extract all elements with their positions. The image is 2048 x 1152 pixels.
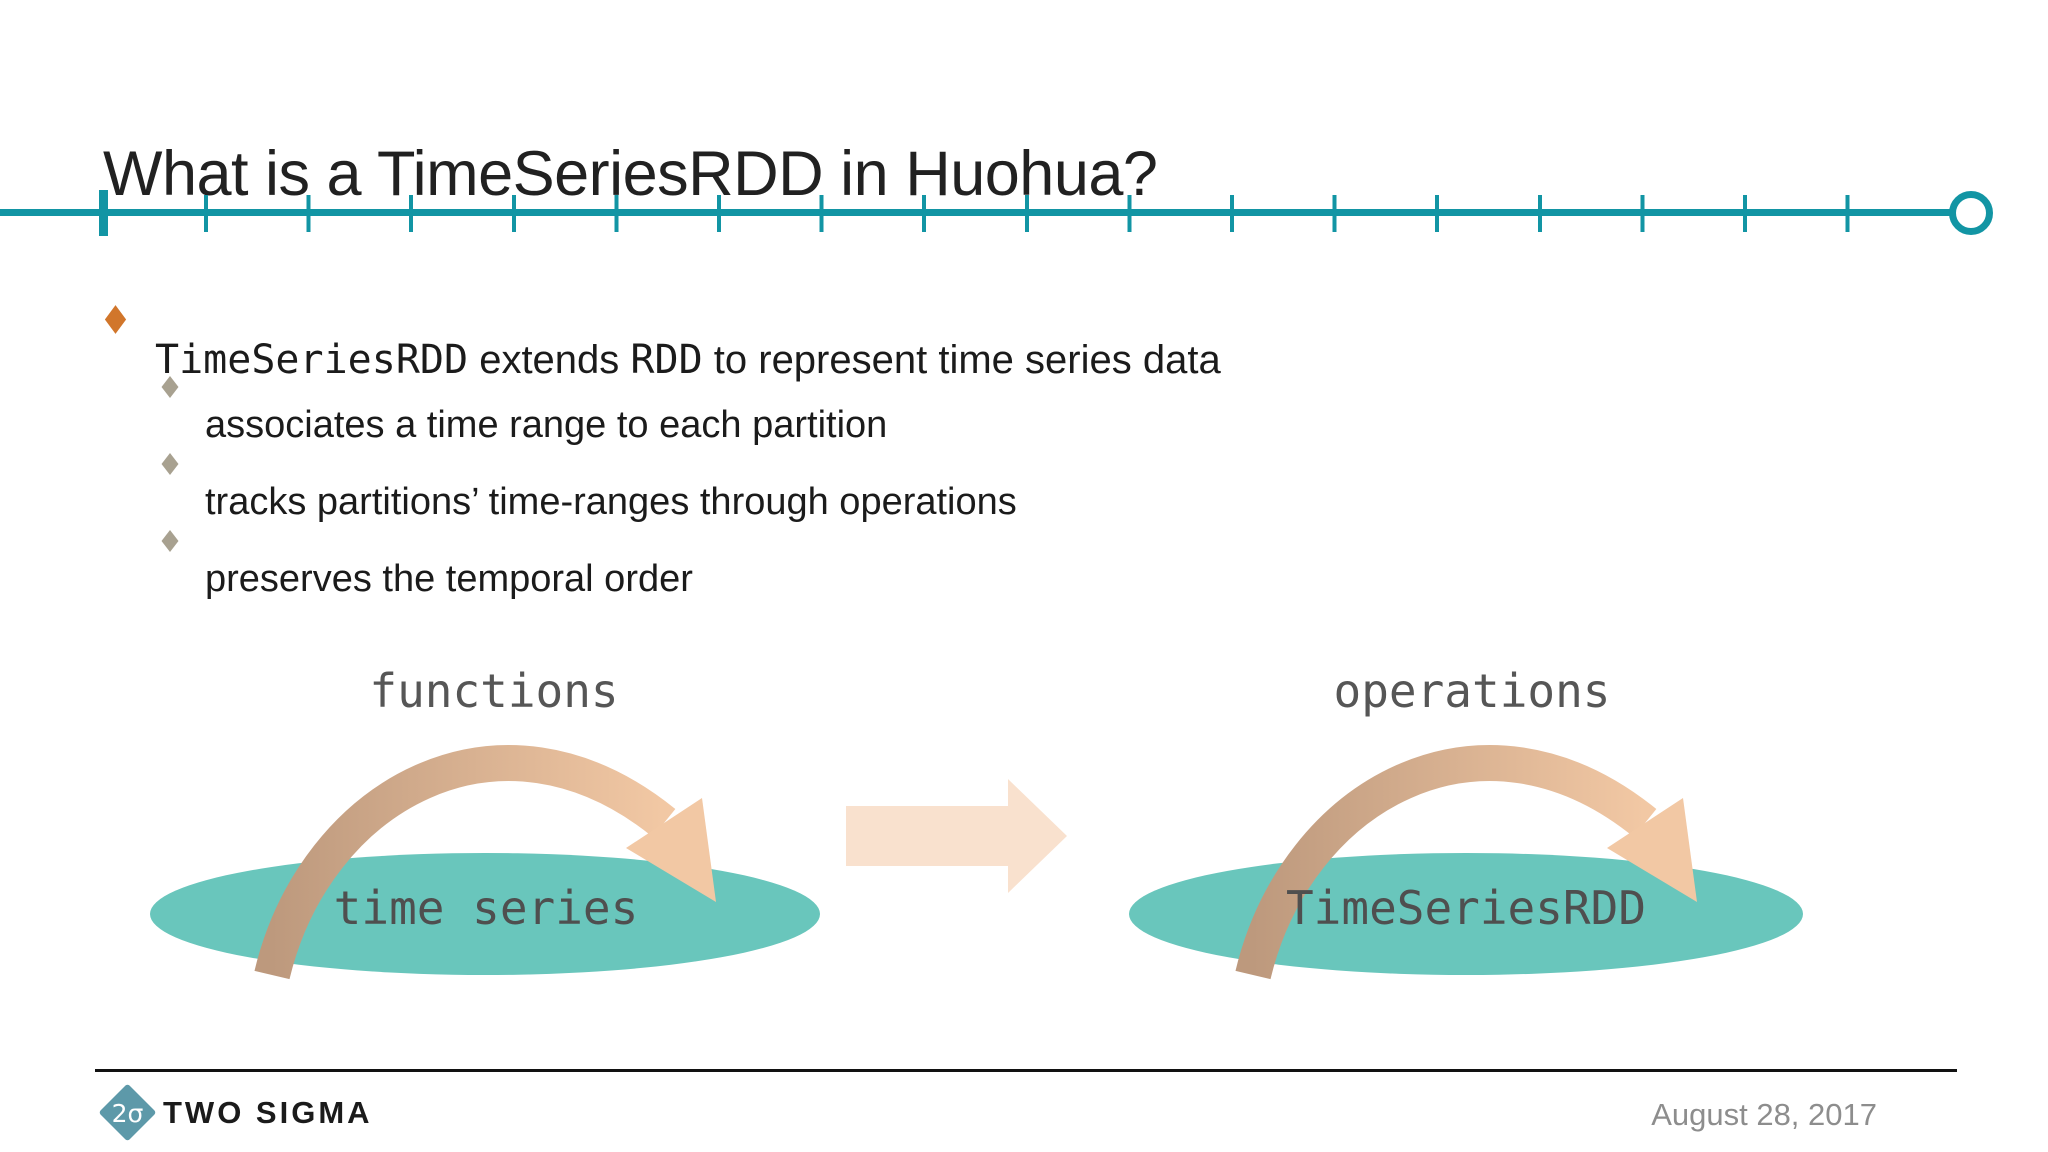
function-arc-arrow-icon — [254, 745, 676, 980]
footer-divider — [95, 1069, 1957, 1072]
function-arc-arrowhead-icon — [626, 798, 716, 902]
label-functions: functions — [369, 664, 619, 718]
label-timeseriesrdd: TimeSeriesRDD — [1285, 881, 1647, 935]
timeline-ticks — [204, 195, 1856, 232]
sub-bullet: tracks partitions’ time-ranges through o… — [205, 481, 1017, 523]
bullet-text: to represent time series data — [702, 338, 1221, 382]
bullet-text: extends — [468, 338, 631, 382]
label-time-series: time series — [333, 881, 639, 935]
timeline-major-tick — [99, 190, 108, 236]
slide-date: August 28, 2017 — [1651, 1097, 1877, 1132]
label-operations: operations — [1333, 664, 1611, 718]
operation-arc-arrowhead-icon — [1607, 798, 1697, 902]
code-term: TimeSeriesRDD — [155, 337, 469, 383]
brand-name: TWO SIGMA — [163, 1095, 373, 1130]
operation-arc-arrow-icon — [1235, 745, 1657, 980]
bullet-main: TimeSeriesRDD extends RDD to represent t… — [155, 336, 1221, 384]
logo-2sigma-glyph: 2σ — [111, 1098, 144, 1128]
sub-bullet: associates a time range to each partitio… — [205, 404, 888, 446]
timeline-end-circle-icon — [1949, 191, 1993, 235]
transform-right-arrow-icon — [846, 779, 1067, 893]
code-term: RDD — [630, 337, 703, 383]
sub-bullet: preserves the temporal order — [205, 558, 693, 600]
